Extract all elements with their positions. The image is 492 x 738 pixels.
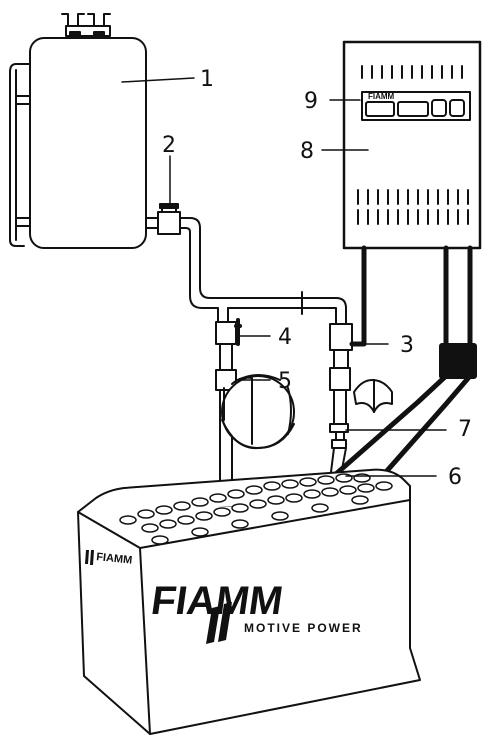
leader-lines — [121, 77, 447, 477]
flow-meter-branch — [215, 318, 295, 507]
charger — [342, 40, 482, 250]
battery-logo-mark — [206, 602, 232, 644]
battery-brand: FIAMM — [148, 578, 285, 623]
callout-1: 1 — [200, 67, 214, 92]
callout-2: 2 — [162, 133, 176, 158]
battery-side-brand: FIAMM — [96, 551, 133, 567]
callout-6: 6 — [448, 465, 462, 490]
water-tank — [9, 13, 147, 249]
side-logo-mark — [85, 550, 94, 565]
water-pipe — [179, 217, 347, 325]
right-branch — [329, 323, 393, 481]
shutoff-valve — [145, 203, 181, 235]
callout-9: 9 — [304, 89, 318, 114]
callout-4: 4 — [278, 325, 292, 350]
callout-3: 3 — [400, 333, 414, 358]
callout-7: 7 — [458, 417, 472, 442]
callout-8: 8 — [300, 139, 314, 164]
battery — [77, 468, 421, 735]
panel-display-brand: FIAMM — [368, 92, 395, 101]
battery-tagline: MOTIVE POWER — [244, 621, 363, 635]
charger-connector — [439, 343, 477, 379]
callout-5: 5 — [278, 369, 292, 394]
